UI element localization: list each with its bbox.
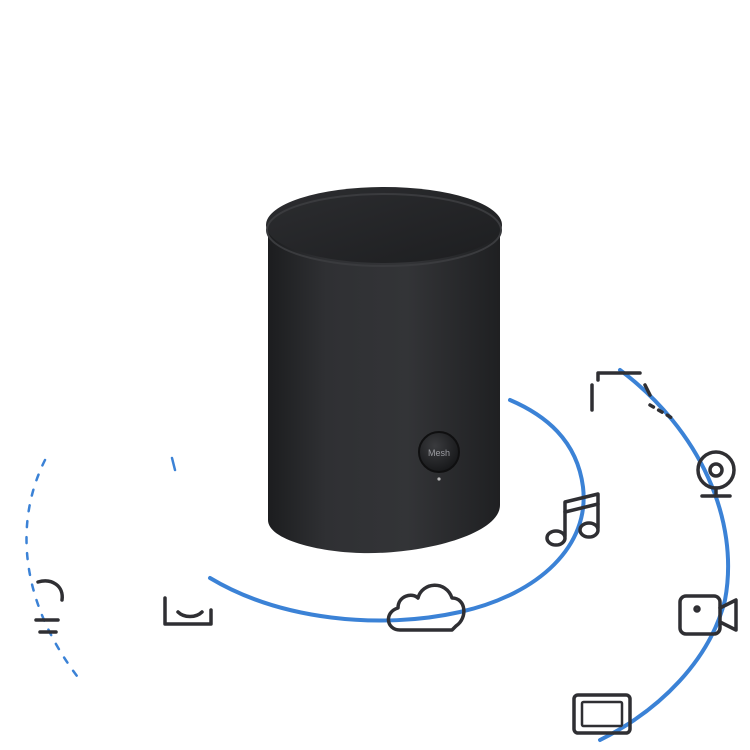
device-top-rim: [266, 193, 502, 267]
left-small-ring: [170, 456, 177, 472]
mesh-button-label: Mesh: [428, 448, 450, 458]
mesh-router-device: Mesh: [266, 187, 502, 554]
left-orbit-ring: [25, 458, 82, 682]
mesh-button[interactable]: Mesh: [418, 431, 460, 473]
device-top: [266, 187, 502, 263]
inner-orbit-ring: [208, 398, 586, 623]
photo-icon: [590, 371, 674, 420]
tablet-icon: [572, 693, 632, 735]
webcam-icon: [696, 450, 736, 498]
outer-orbit-ring: [598, 368, 731, 742]
music-icon: [545, 492, 600, 547]
cloud-icon: [386, 583, 466, 632]
orbit-rings: [25, 368, 731, 742]
tray-icon: [163, 596, 213, 626]
lightbulb-icon: [34, 579, 64, 634]
video-camera-icon: [678, 594, 738, 636]
status-led: [437, 477, 441, 481]
device-body: [268, 225, 500, 554]
